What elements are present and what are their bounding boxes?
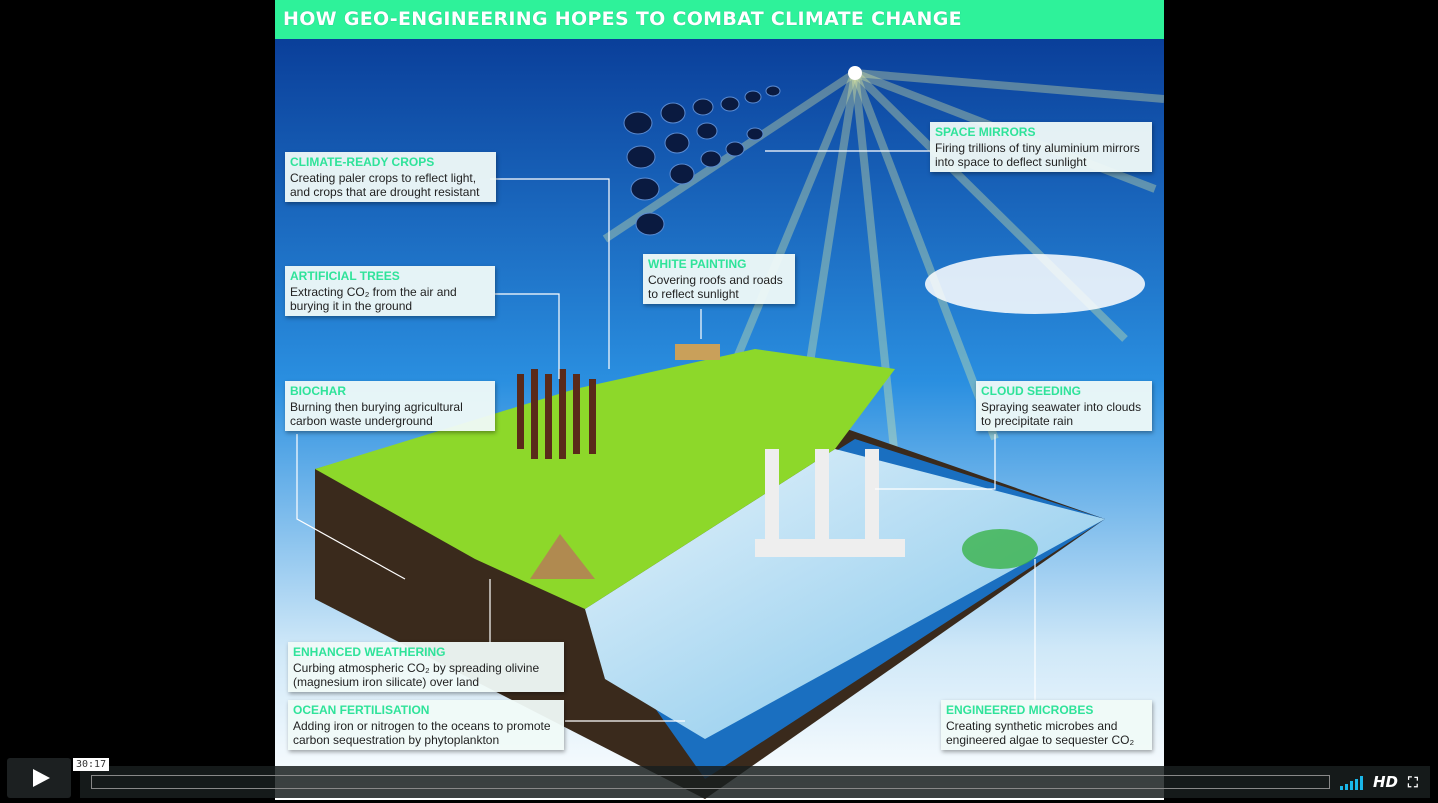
infographic-title: HOW GEO-ENGINEERING HOPES TO COMBAT CLIM… [275,0,1164,39]
player-controls: 30:17 HD ⛶ [0,756,1438,803]
algae-bloom [962,529,1038,569]
progress-bar[interactable] [91,775,1330,789]
ship [755,449,905,557]
play-button[interactable] [7,758,71,798]
artificial-trees [517,369,596,459]
sea-surface [585,449,1105,739]
olivine-mound [530,534,595,579]
control-bar [80,766,1430,798]
grass-land [315,349,895,609]
fullscreen-icon[interactable]: ⛶ [1408,775,1418,791]
white-painted-house [675,344,720,360]
space-mirrors [623,85,781,236]
hd-button[interactable]: HD [1373,773,1399,791]
sun [848,66,862,80]
video-frame[interactable]: HOW GEO-ENGINEERING HOPES TO COMBAT CLIM… [275,0,1164,800]
time-tooltip: 30:17 [73,758,110,771]
volume-bars-icon[interactable] [1340,776,1364,790]
cloud [925,254,1145,314]
